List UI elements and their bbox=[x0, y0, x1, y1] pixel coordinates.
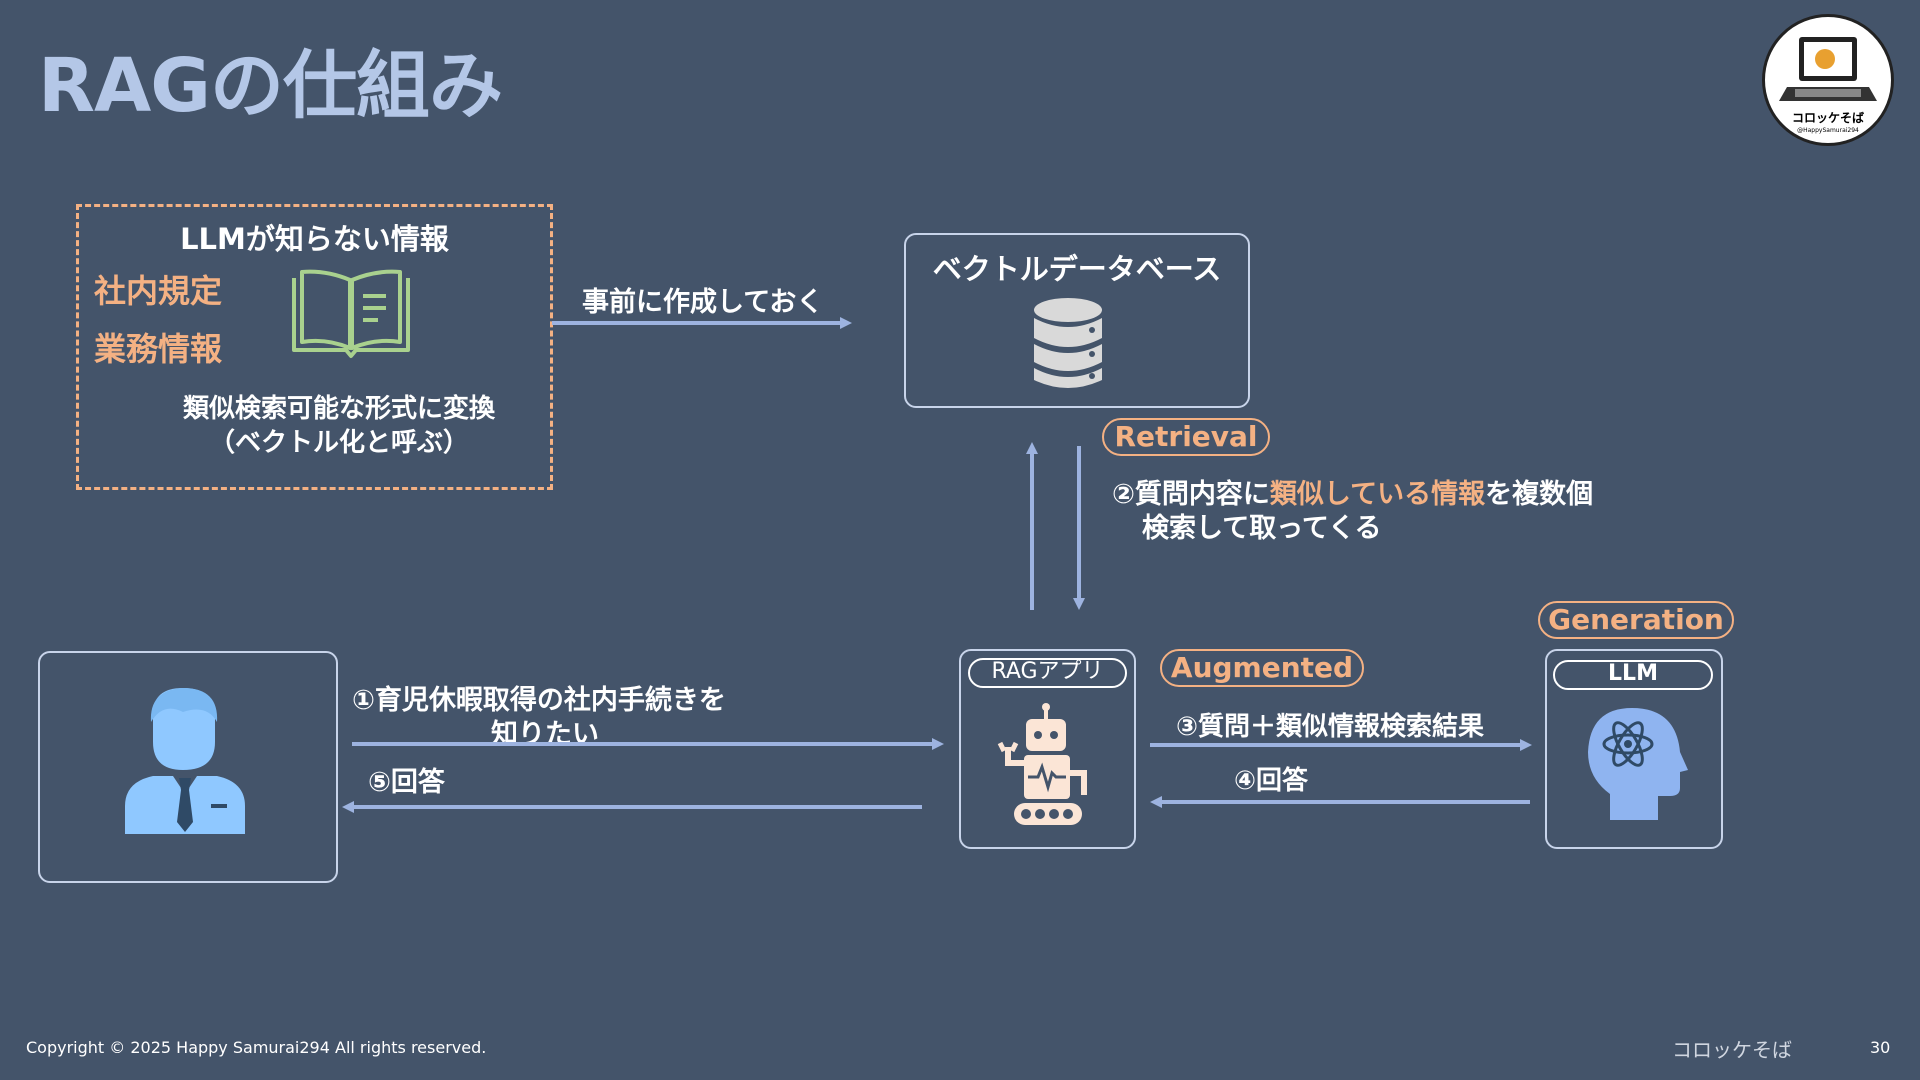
step1-arrow bbox=[352, 738, 944, 750]
step1-line1: ①育児休暇取得の社内手続きを bbox=[352, 685, 726, 716]
step5-label: ⑤回答 bbox=[368, 767, 445, 798]
llm-box bbox=[1545, 649, 1723, 849]
retrieval-desc-line2: 検索して取ってくる bbox=[1142, 513, 1382, 544]
logo: コロッケそば @HappySamurai294 bbox=[1762, 14, 1894, 146]
book-icon bbox=[292, 269, 410, 358]
prepare-arrow-label: 事前に作成しておく bbox=[582, 287, 824, 318]
vector-db-box bbox=[904, 233, 1250, 408]
knowledge-note-line2: （ベクトル化と呼ぶ） bbox=[208, 428, 469, 458]
step3-label: ③質問＋類似情報検索結果 bbox=[1176, 712, 1485, 742]
vector-db-label: ベクトルデータベース bbox=[932, 252, 1222, 286]
knowledge-box bbox=[76, 204, 553, 490]
page-title: RAGの仕組み bbox=[38, 43, 503, 129]
retrieval-desc-highlight: 類似している情報 bbox=[1269, 479, 1486, 510]
prepare-arrow bbox=[552, 317, 852, 329]
robot-icon bbox=[997, 703, 1087, 825]
logo-handle: @HappySamurai294 bbox=[1797, 127, 1859, 134]
user-box bbox=[38, 651, 338, 883]
knowledge-heading: LLMが知らない情報 bbox=[180, 222, 449, 256]
knowledge-item-1: 社内規定 bbox=[94, 272, 223, 310]
page-number: 30 bbox=[1870, 1038, 1891, 1057]
logo-text: コロッケそば bbox=[1791, 111, 1864, 125]
step4-arrow bbox=[1150, 796, 1530, 808]
footer-brand: コロッケそば bbox=[1672, 1038, 1792, 1062]
step3-arrow bbox=[1150, 739, 1532, 751]
knowledge-note-line1: 類似検索可能な形式に変換 bbox=[182, 394, 495, 424]
businessman-icon bbox=[125, 688, 245, 834]
database-icon bbox=[1034, 298, 1102, 388]
retrieval-arrows bbox=[1026, 442, 1085, 610]
step5-arrow bbox=[342, 801, 922, 813]
rag-app-label: RAGアプリ bbox=[968, 658, 1127, 688]
laptop-icon bbox=[1779, 37, 1877, 101]
retrieval-desc-line1: ②質問内容に類似している情報を複数個 bbox=[1112, 472, 1593, 511]
retrieval-desc-suffix: を複数個 bbox=[1485, 479, 1594, 510]
augmented-badge: Augmented bbox=[1160, 649, 1364, 687]
knowledge-item-2: 業務情報 bbox=[94, 330, 223, 368]
generation-badge: Generation bbox=[1538, 601, 1734, 639]
llm-label: LLM bbox=[1553, 660, 1713, 690]
rag-app-box bbox=[959, 649, 1136, 849]
retrieval-desc-prefix: ②質問内容に bbox=[1112, 479, 1270, 510]
footer-copyright: Copyright © 2025 Happy Samurai294 All ri… bbox=[26, 1038, 487, 1057]
retrieval-badge: Retrieval bbox=[1102, 418, 1270, 456]
ai-head-icon bbox=[1588, 708, 1688, 820]
step4-label: ④回答 bbox=[1234, 766, 1309, 796]
